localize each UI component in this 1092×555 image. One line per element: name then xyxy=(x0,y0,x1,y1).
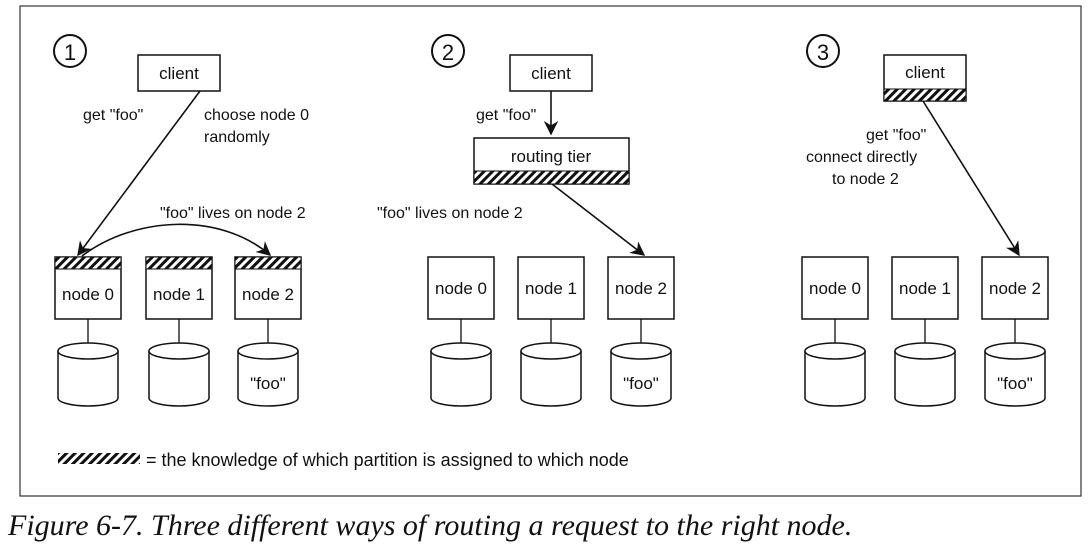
forward-arrow xyxy=(81,223,272,257)
node-1: node 1 xyxy=(145,256,213,320)
disk-0 xyxy=(804,342,866,407)
node-2: node 2 xyxy=(607,256,675,320)
connect-label: connect directly xyxy=(806,149,917,166)
node-2: node 2 xyxy=(234,256,302,320)
choose-node-label-2: randomly xyxy=(204,129,270,146)
node-label: node 2 xyxy=(615,279,667,298)
forward-label: "foo" lives on node 2 xyxy=(160,205,306,222)
client-box: client xyxy=(883,54,967,102)
routing-tier-label: routing tier xyxy=(511,147,592,166)
node-label: node 0 xyxy=(62,285,114,304)
disk-label: "foo" xyxy=(997,374,1033,393)
panel-2: 2 client get "foo" routing tier "foo" li… xyxy=(377,34,675,407)
partition-knowledge-hatch xyxy=(473,170,630,185)
routing-diagram: 1 client get "foo" choose node 0 randoml… xyxy=(19,5,1082,497)
node-label: node 1 xyxy=(525,279,577,298)
disk-0 xyxy=(57,342,119,407)
legend-hatch-swatch xyxy=(58,453,140,464)
disk-label: "foo" xyxy=(623,374,659,393)
panel-number-badge xyxy=(53,34,87,68)
figure-caption: Figure 6-7. Three different ways of rout… xyxy=(8,509,853,542)
connect-label-2: to node 2 xyxy=(832,171,899,188)
node-0: node 0 xyxy=(54,256,122,320)
disk-label: "foo" xyxy=(250,374,286,393)
request-label: get "foo" xyxy=(476,107,536,124)
node-2: node 2 xyxy=(981,256,1049,320)
node-label: node 0 xyxy=(435,279,487,298)
node-1: node 1 xyxy=(517,256,585,320)
disk-2: "foo" xyxy=(610,342,672,407)
client-box xyxy=(137,54,221,92)
request-arrow xyxy=(77,90,201,257)
panel-number: 2 xyxy=(442,40,454,65)
client-label: client xyxy=(531,64,571,83)
request-arrow xyxy=(922,100,1020,257)
node-label: node 1 xyxy=(153,285,205,304)
node-label: node 0 xyxy=(809,279,861,298)
partition-knowledge-hatch xyxy=(234,256,302,270)
disk-2: "foo" xyxy=(984,342,1046,407)
partition-knowledge-hatch xyxy=(883,88,967,102)
request-label: get "foo" xyxy=(866,127,926,144)
panel-number: 1 xyxy=(64,40,76,65)
routing-tier-box: routing tier xyxy=(473,137,630,185)
node-label: node 2 xyxy=(242,285,294,304)
panel-1: 1 client get "foo" choose node 0 randoml… xyxy=(53,34,309,407)
node-0: node 0 xyxy=(427,256,495,320)
disk-0 xyxy=(430,342,492,407)
panel-number-badge xyxy=(431,34,465,68)
legend-text: = the knowledge of which partition is as… xyxy=(146,450,629,470)
forward-arrow xyxy=(551,183,646,256)
disk-1 xyxy=(148,342,210,407)
choose-node-label: choose node 0 xyxy=(204,107,309,124)
figure-frame xyxy=(19,5,1082,497)
node-1: node 1 xyxy=(891,256,959,320)
request-label: get "foo" xyxy=(83,107,143,124)
forward-label: "foo" lives on node 2 xyxy=(377,205,523,222)
panel-3: 3 client get "foo" connect directly to n… xyxy=(801,34,1049,407)
node-label: node 2 xyxy=(989,279,1041,298)
panel-number: 3 xyxy=(817,40,829,65)
disk-1 xyxy=(894,342,956,407)
client-label: client xyxy=(905,63,945,82)
panel-number-badge xyxy=(806,34,840,68)
disk-1 xyxy=(520,342,582,407)
node-0: node 0 xyxy=(801,256,869,320)
legend: = the knowledge of which partition is as… xyxy=(58,450,629,470)
node-label: node 1 xyxy=(899,279,951,298)
partition-knowledge-hatch xyxy=(54,256,122,270)
partition-knowledge-hatch xyxy=(145,256,213,270)
disk-2: "foo" xyxy=(237,342,299,407)
client-label: client xyxy=(159,64,199,83)
